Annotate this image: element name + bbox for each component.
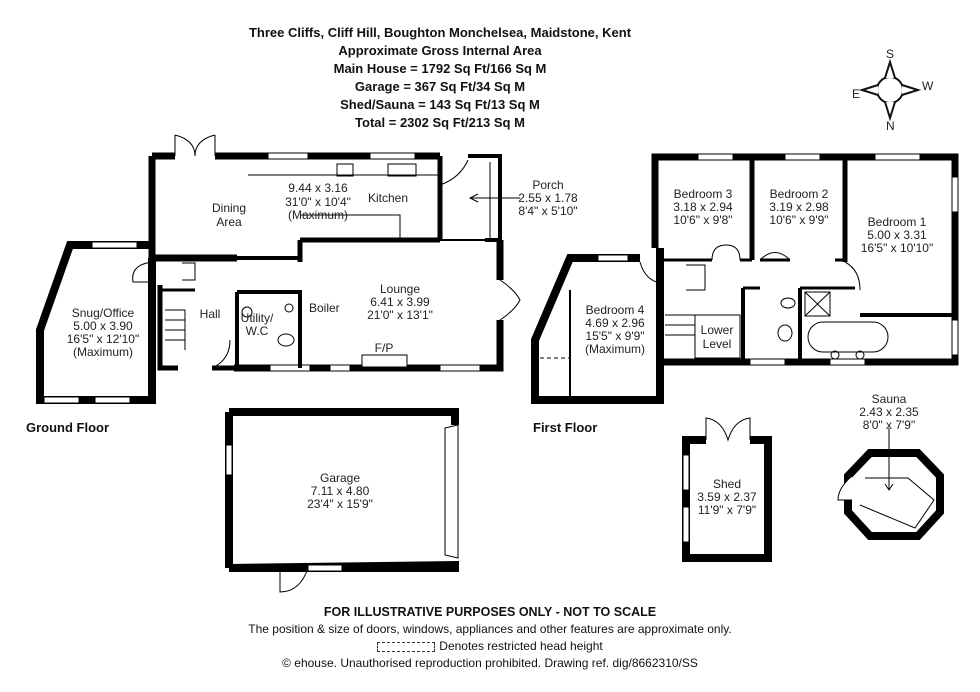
- bedroom3-metric: 3.18 x 2.94: [673, 200, 733, 214]
- porch-label: Porch: [532, 178, 563, 192]
- bedroom1-imperial: 16'5" x 10'10": [861, 241, 934, 255]
- bedroom2-imperial: 10'6" x 9'9": [769, 213, 828, 227]
- bedroom1-label: Bedroom 1: [868, 215, 927, 229]
- lower-level-label-2: Level: [703, 337, 732, 351]
- copyright: © ehouse. Unauthorised reproduction proh…: [282, 656, 698, 670]
- bedroom3-imperial: 10'6" x 9'8": [673, 213, 732, 227]
- total-area: Total = 2302 Sq Ft/213 Sq M: [355, 115, 525, 130]
- ground-floor-label: Ground Floor: [26, 420, 109, 435]
- compass-n: N: [886, 119, 895, 133]
- bedroom4-metric: 4.69 x 2.96: [585, 316, 645, 330]
- shed-metric: 3.59 x 2.37: [697, 490, 757, 504]
- utility-label-2: W.C: [246, 324, 269, 338]
- shed-label: Shed: [713, 477, 741, 491]
- accuracy-note: The position & size of doors, windows, a…: [248, 622, 732, 636]
- compass-icon: [858, 58, 922, 122]
- shed-plan: [682, 417, 772, 562]
- garage-plan: [225, 408, 459, 593]
- header: Three Cliffs, Cliff Hill, Boughton Monch…: [0, 24, 880, 132]
- address-title: Three Cliffs, Cliff Hill, Boughton Monch…: [248, 25, 632, 40]
- compass-s: S: [886, 47, 894, 61]
- bedroom3-label: Bedroom 3: [674, 187, 733, 201]
- garage-label: Garage: [320, 471, 360, 485]
- lounge-metric: 6.41 x 3.99: [370, 295, 430, 309]
- porch-imperial: 8'4" x 5'10": [518, 204, 577, 218]
- bedroom4-note: (Maximum): [585, 342, 645, 356]
- kitchen-imperial: 31'0" x 10'4": [285, 195, 351, 209]
- footer: FOR ILLUSTRATIVE PURPOSES ONLY - NOT TO …: [0, 604, 980, 672]
- bedroom4-imperial: 15'5" x 9'9": [585, 329, 644, 343]
- kitchen-note: (Maximum): [288, 208, 348, 222]
- legend-text: Denotes restricted head height: [439, 639, 603, 653]
- compass-w: W: [922, 79, 934, 93]
- utility-label-1: Utility/: [241, 311, 274, 325]
- first-floor-plan: [531, 153, 959, 404]
- area-subtitle: Approximate Gross Internal Area: [338, 43, 542, 58]
- kitchen-label: Kitchen: [368, 191, 408, 205]
- shed-sauna-area: Shed/Sauna = 143 Sq Ft/13 Sq M: [340, 97, 540, 112]
- sauna-plan: [837, 428, 944, 540]
- dining-label-2: Area: [216, 215, 242, 229]
- snug-imperial: 16'5" x 12'10": [67, 332, 140, 346]
- lower-level-label-1: Lower: [701, 323, 734, 337]
- porch-metric: 2.55 x 1.78: [518, 191, 578, 205]
- sauna-label: Sauna: [872, 392, 907, 406]
- garage-imperial: 23'4" x 15'9": [307, 497, 373, 511]
- boiler-label: Boiler: [309, 301, 340, 315]
- lounge-label: Lounge: [380, 282, 420, 296]
- snug-metric: 5.00 x 3.90: [73, 319, 133, 333]
- bedroom2-metric: 3.19 x 2.98: [769, 200, 829, 214]
- first-floor-label: First Floor: [533, 420, 597, 435]
- kitchen-metric: 9.44 x 3.16: [288, 181, 348, 195]
- bedroom4-label: Bedroom 4: [586, 303, 645, 317]
- lounge-imperial: 21'0" x 13'1": [367, 308, 433, 322]
- disclaimer: FOR ILLUSTRATIVE PURPOSES ONLY - NOT TO …: [323, 605, 657, 619]
- hall-label: Hall: [200, 307, 221, 321]
- garage-metric: 7.11 x 4.80: [311, 484, 370, 498]
- restricted-head-height-icon: [377, 641, 436, 652]
- shed-imperial: 11'9" x 7'9": [698, 503, 756, 517]
- legend-row: Denotes restricted head height: [0, 638, 980, 655]
- dining-label-1: Dining: [212, 201, 246, 215]
- compass-e: E: [852, 87, 860, 101]
- ground-floor-plan: [36, 134, 521, 404]
- main-house-area: Main House = 1792 Sq Ft/166 Sq M: [333, 61, 547, 76]
- snug-label: Snug/Office: [72, 306, 135, 320]
- garage-area: Garage = 367 Sq Ft/34 Sq M: [354, 79, 526, 94]
- fireplace-label: F/P: [375, 341, 394, 355]
- sauna-metric: 2.43 x 2.35: [859, 405, 919, 419]
- sauna-imperial: 8'0" x 7'9": [863, 418, 915, 432]
- bedroom1-metric: 5.00 x 3.31: [867, 228, 927, 242]
- snug-note: (Maximum): [73, 345, 133, 359]
- bedroom2-label: Bedroom 2: [770, 187, 829, 201]
